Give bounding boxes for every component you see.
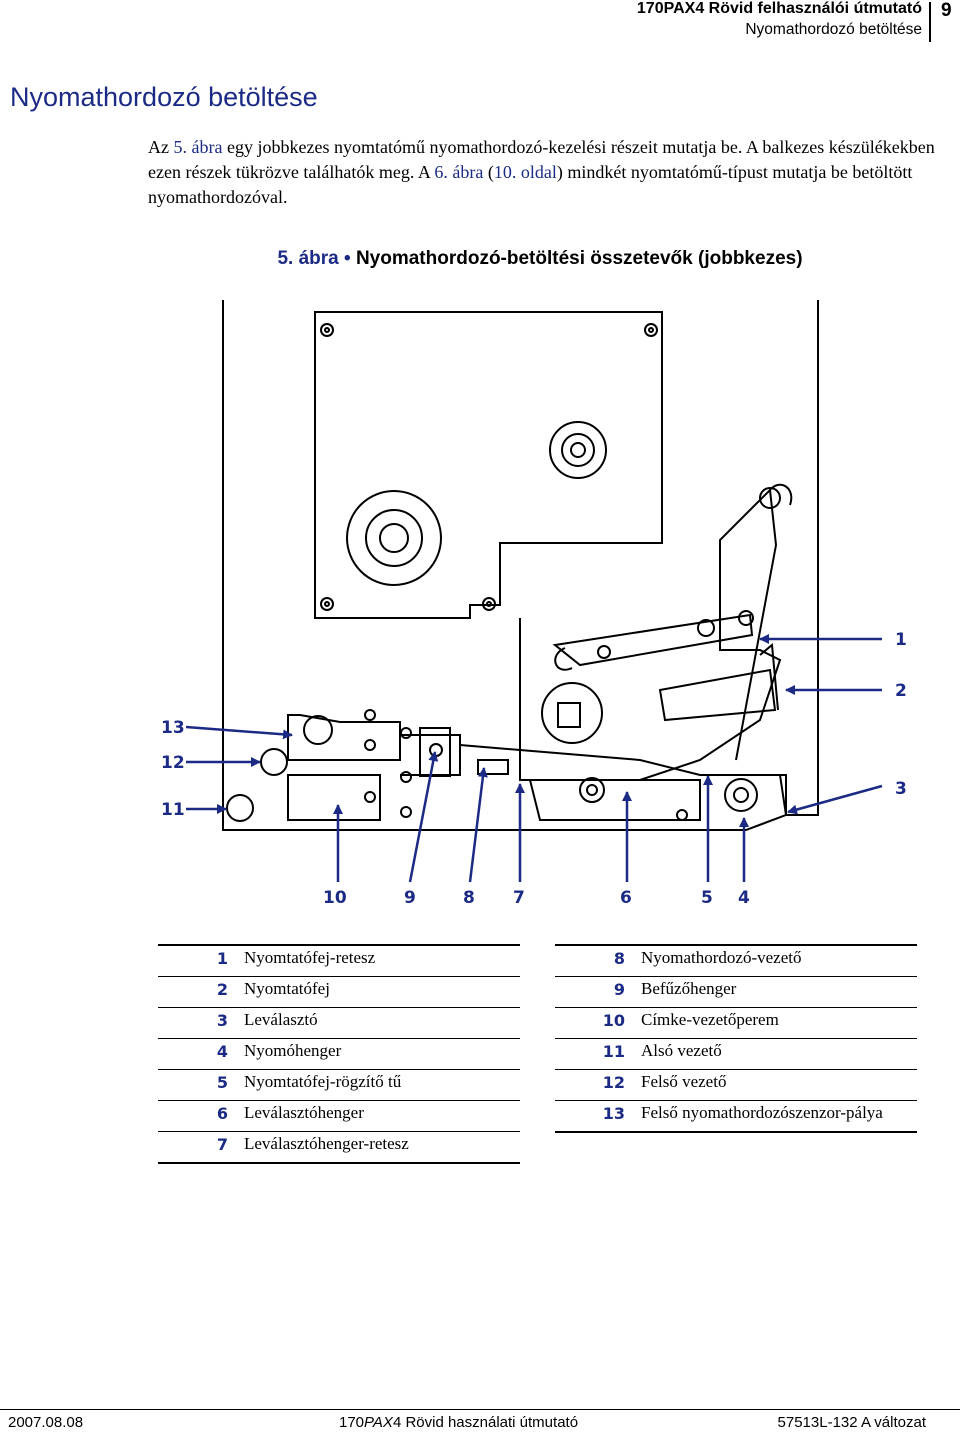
legend-number: 5: [158, 1069, 236, 1101]
figure-caption-text: Nyomathordozó-betöltési összetevők (jobb…: [355, 248, 803, 269]
figure-5-link[interactable]: 5. ábra: [173, 137, 223, 157]
callout-label-5: 5: [701, 888, 713, 908]
callout-arrows: [185, 634, 883, 883]
legend-number: 2: [158, 976, 236, 1008]
page-10-link[interactable]: 10. oldal: [493, 162, 557, 182]
legend-label: Nyomtatófej-rögzítő tű: [236, 1069, 520, 1101]
legend-number: 7: [158, 1131, 236, 1164]
legend-number: 12: [555, 1069, 633, 1101]
legend-number: 10: [555, 1007, 633, 1039]
running-header-subtitle: Nyomathordozó betöltése: [745, 21, 922, 38]
legend-label: Leválasztóhenger-retesz: [236, 1131, 520, 1164]
legend-label: Nyomóhenger: [236, 1038, 520, 1070]
footer-doc-title-b: PAX: [364, 1414, 393, 1431]
legend-label: Nyomtatófej: [236, 976, 520, 1008]
figure-caption: 5. ábra • Nyomathordozó-betöltési összet…: [0, 248, 960, 270]
footer-doc-title-a: 170: [339, 1414, 365, 1431]
running-header-title: 170PAX4 Rövid felhasználói útmutató: [636, 0, 922, 17]
callout-arrow-9: [408, 751, 439, 883]
callout-label-11: 11: [161, 800, 185, 820]
legend-number: 13: [555, 1100, 633, 1133]
legend-label: Felső nyomathordozószenzor-pálya: [633, 1100, 917, 1133]
footer-doc-title: 170PAX4 Rövid használati útmutató: [339, 1414, 578, 1431]
callout-label-8: 8: [463, 888, 475, 908]
header-divider: [929, 2, 931, 42]
legend-label: Nyomtatófej-retesz: [236, 944, 520, 977]
intro-text-3: (: [483, 162, 494, 182]
footer-doc-title-c: 4 Rövid használati útmutató: [392, 1414, 579, 1431]
intro-text-4: ) mindkét nyomtatómű-típust mutatja be b…: [148, 162, 913, 207]
callout-arrow-13: [185, 725, 293, 740]
legend-number: 8: [555, 944, 633, 977]
callout-label-13: 13: [161, 718, 185, 738]
intro-paragraph: Az 5. ábra egy jobbkezes nyomtatómű nyom…: [148, 135, 948, 210]
callout-label-6: 6: [620, 888, 632, 908]
figure-6-link[interactable]: 6. ábra: [434, 162, 484, 182]
section-title: Nyomathordozó betöltése: [10, 82, 318, 112]
legend-number: 11: [555, 1038, 633, 1070]
legend-label: Leválasztóhenger: [236, 1100, 520, 1132]
callout-label-4: 4: [738, 888, 750, 908]
legend-number: 1: [158, 944, 236, 977]
legend-label: Felső vezető: [633, 1069, 917, 1101]
page-number: 9: [941, 0, 952, 21]
legend-label: Alsó vezető: [633, 1038, 917, 1070]
callout-label-3: 3: [895, 779, 907, 799]
legend-number: 6: [158, 1100, 236, 1132]
callout-label-9: 9: [404, 888, 416, 908]
footer-doc-id: 57513L-132 A változat: [777, 1414, 926, 1431]
callout-label-12: 12: [161, 753, 185, 773]
figure-number: 5. ábra: [277, 248, 339, 269]
footer-divider: [0, 1409, 960, 1410]
legend-label: Címke-vezetőperem: [633, 1007, 917, 1039]
intro-text-1: Az: [148, 137, 174, 157]
caption-bullet: •: [344, 248, 351, 269]
callout-label-1: 1: [895, 630, 907, 650]
media-loading-illustration: 1 2 3 4 5 6 7 8 9 10 11 12 13: [161, 300, 907, 908]
callout-arrow-8: [468, 767, 488, 883]
callout-label-2: 2: [895, 681, 907, 701]
callout-label-10: 10: [323, 888, 347, 908]
legend-number: 3: [158, 1007, 236, 1039]
legend-number: 4: [158, 1038, 236, 1070]
footer-date: 2007.08.08: [8, 1414, 84, 1431]
legend-label: Befűzőhenger: [633, 976, 917, 1008]
callout-label-7: 7: [513, 888, 525, 908]
legend-number: 9: [555, 976, 633, 1008]
legend-label: Leválasztó: [236, 1007, 520, 1039]
callout-arrow-3: [787, 784, 883, 815]
legend-label: Nyomathordozó-vezető: [633, 944, 917, 977]
intro-text-2: egy jobbkezes nyomtatómű nyomathordozó-k…: [148, 137, 935, 182]
